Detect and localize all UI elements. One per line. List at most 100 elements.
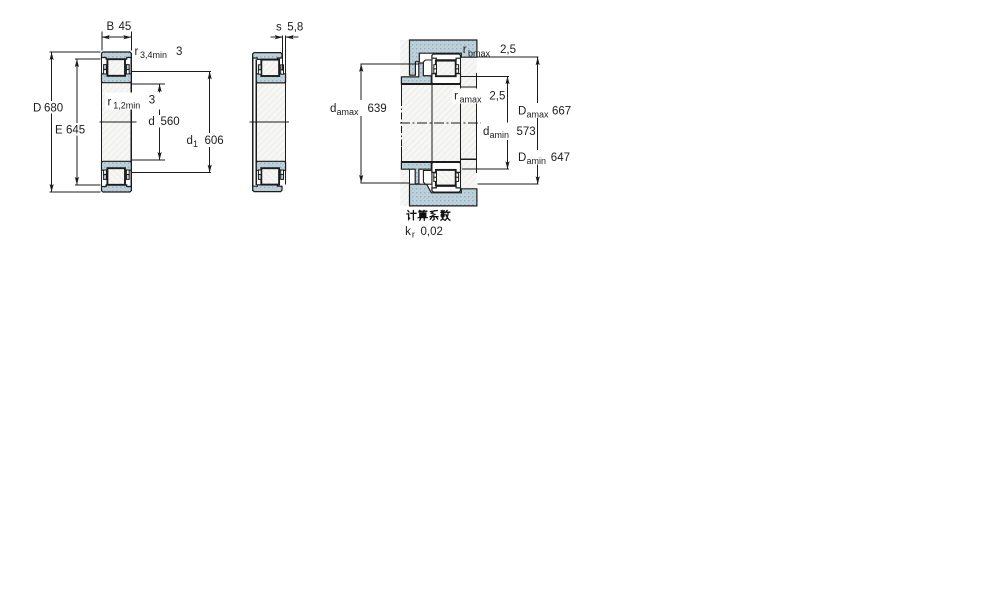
- drawing-rect: [125, 173, 130, 180]
- drawing-path: [431, 185, 462, 193]
- label-s: s 5,8: [276, 22, 303, 34]
- drawing-rect: [280, 173, 285, 180]
- drawing-rect: [184, 133, 222, 147]
- drawing-rect: [260, 58, 281, 77]
- label-d: d 560: [148, 116, 179, 128]
- calculation-factors: k r 0,02: [405, 209, 451, 241]
- drawing-path: [431, 53, 462, 61]
- view-axial-displacement: s 5,8: [249, 22, 303, 193]
- drawing-rect: [280, 169, 285, 175]
- drawing-rect: [257, 169, 262, 175]
- dimension-text-part: 2,5: [489, 91, 505, 103]
- label-ramax: r amax 2,5: [454, 91, 505, 106]
- drawing-path: [100, 184, 132, 193]
- drawing-rect: [280, 69, 285, 75]
- cjk-char-1: [417, 209, 428, 222]
- drawing-rect: [455, 64, 460, 70]
- dimension-text-part: amax: [460, 95, 483, 105]
- label-damin: d amin 573: [483, 126, 536, 141]
- v1-bearing-section-bottom: [100, 160, 132, 193]
- dimension-text-part: bmax: [468, 49, 491, 59]
- drawing-rect: [516, 150, 571, 165]
- label-d1: d 1 606: [187, 135, 224, 150]
- drawing-rect: [328, 100, 390, 116]
- drawing-path: [252, 52, 283, 60]
- dimension-text-part: d: [330, 103, 336, 115]
- drawing-rect: [434, 168, 457, 187]
- label-kr: k r 0,02: [405, 226, 443, 241]
- view3-spacers: [422, 59, 433, 185]
- dimension-text-part: r: [108, 97, 112, 109]
- drawing-rect: [455, 172, 460, 178]
- dimension-text-part: s: [276, 22, 282, 34]
- dimension-text-part: r: [135, 46, 139, 58]
- dimension-text-part: 647: [551, 152, 570, 164]
- dimension-text-part: 3,4min: [140, 50, 167, 60]
- drawing-g: [252, 35, 287, 193]
- drawing-rect: [433, 176, 437, 182]
- drawing-rect: [455, 68, 460, 74]
- v2-bearing-section-bottom: [252, 160, 287, 193]
- left-gap-bottom: [400, 169, 410, 206]
- label-r34min: r 3,4min 3: [135, 46, 183, 61]
- dimension-text-part: d: [187, 135, 193, 147]
- label-r12min: r 1,2min 3: [108, 95, 156, 112]
- drawing-g: [431, 53, 462, 193]
- drawing-rect: [53, 123, 86, 136]
- dimension-text-part: amax: [527, 110, 550, 120]
- drawing-rect: [260, 167, 281, 186]
- drawing-rect: [105, 92, 160, 110]
- drawing-rect: [106, 58, 126, 77]
- left-gap-top: [400, 40, 410, 77]
- dimension-text-part: 560: [161, 116, 180, 128]
- view2-dimension-lines: [270, 35, 299, 71]
- drawing-rect: [103, 169, 107, 175]
- view3-label-backgrounds: [328, 88, 573, 165]
- dimension-text-part: 2,5: [500, 44, 516, 56]
- spacer-top: [422, 59, 433, 77]
- calc-heading-glyphs: [406, 209, 451, 222]
- dimension-text-part: k: [405, 226, 411, 238]
- dimension-text-part: amin: [490, 130, 510, 140]
- view1-label-backgrounds: [32, 92, 222, 147]
- dimension-text-part: 5,8: [287, 22, 303, 34]
- drawing-rect: [125, 64, 130, 71]
- label-E: E 645: [55, 125, 85, 137]
- dimension-text-part: amin: [527, 156, 547, 166]
- drawing-rect: [32, 101, 63, 114]
- drawing-rect: [481, 122, 536, 140]
- dimension-text-part: D: [518, 152, 526, 164]
- dimension-text-part: d: [148, 116, 154, 128]
- view3-housing: [408, 39, 478, 207]
- dimension-text-part: E: [55, 125, 63, 137]
- drawing-rect: [434, 59, 457, 78]
- drawing-rect: [516, 103, 573, 118]
- drawing-rect: [257, 64, 262, 71]
- dimension-text-part: 639: [368, 103, 387, 115]
- label-rbmax: r bmax 2,5: [463, 44, 516, 60]
- dimension-text-part: r: [412, 230, 415, 240]
- label-D: D 680: [33, 103, 63, 115]
- dimension-text-part: r: [463, 44, 467, 56]
- spacer-bottom: [422, 169, 433, 185]
- cjk-char-2: [429, 209, 439, 222]
- cjk-char-0: [406, 209, 417, 221]
- drawing-rect: [125, 169, 130, 175]
- v1-bearing-section-top: [100, 51, 132, 84]
- housing-top: [408, 39, 478, 76]
- v3-bearing-section-top: [431, 53, 462, 85]
- dimension-text-part: amax: [337, 107, 360, 117]
- view-abutment: r bmax 2,5 r amax 2,5 d amax 639 d amin …: [328, 39, 573, 241]
- dimension-text-part: 645: [66, 125, 85, 137]
- label-Damin: D amin 647: [518, 152, 570, 167]
- view3-dimension-lines: [359, 56, 540, 185]
- dimension-text-part: B: [107, 21, 115, 33]
- view1-dimension-lines: [49, 31, 212, 193]
- dimension-text-part: D: [33, 103, 41, 115]
- drawing-path: [100, 51, 132, 60]
- dimension-text-part: r: [454, 91, 458, 103]
- drawing-rect: [103, 69, 107, 75]
- drawing-rect: [106, 167, 126, 186]
- drawing-rect: [257, 173, 262, 180]
- drawing-rect: [103, 64, 107, 71]
